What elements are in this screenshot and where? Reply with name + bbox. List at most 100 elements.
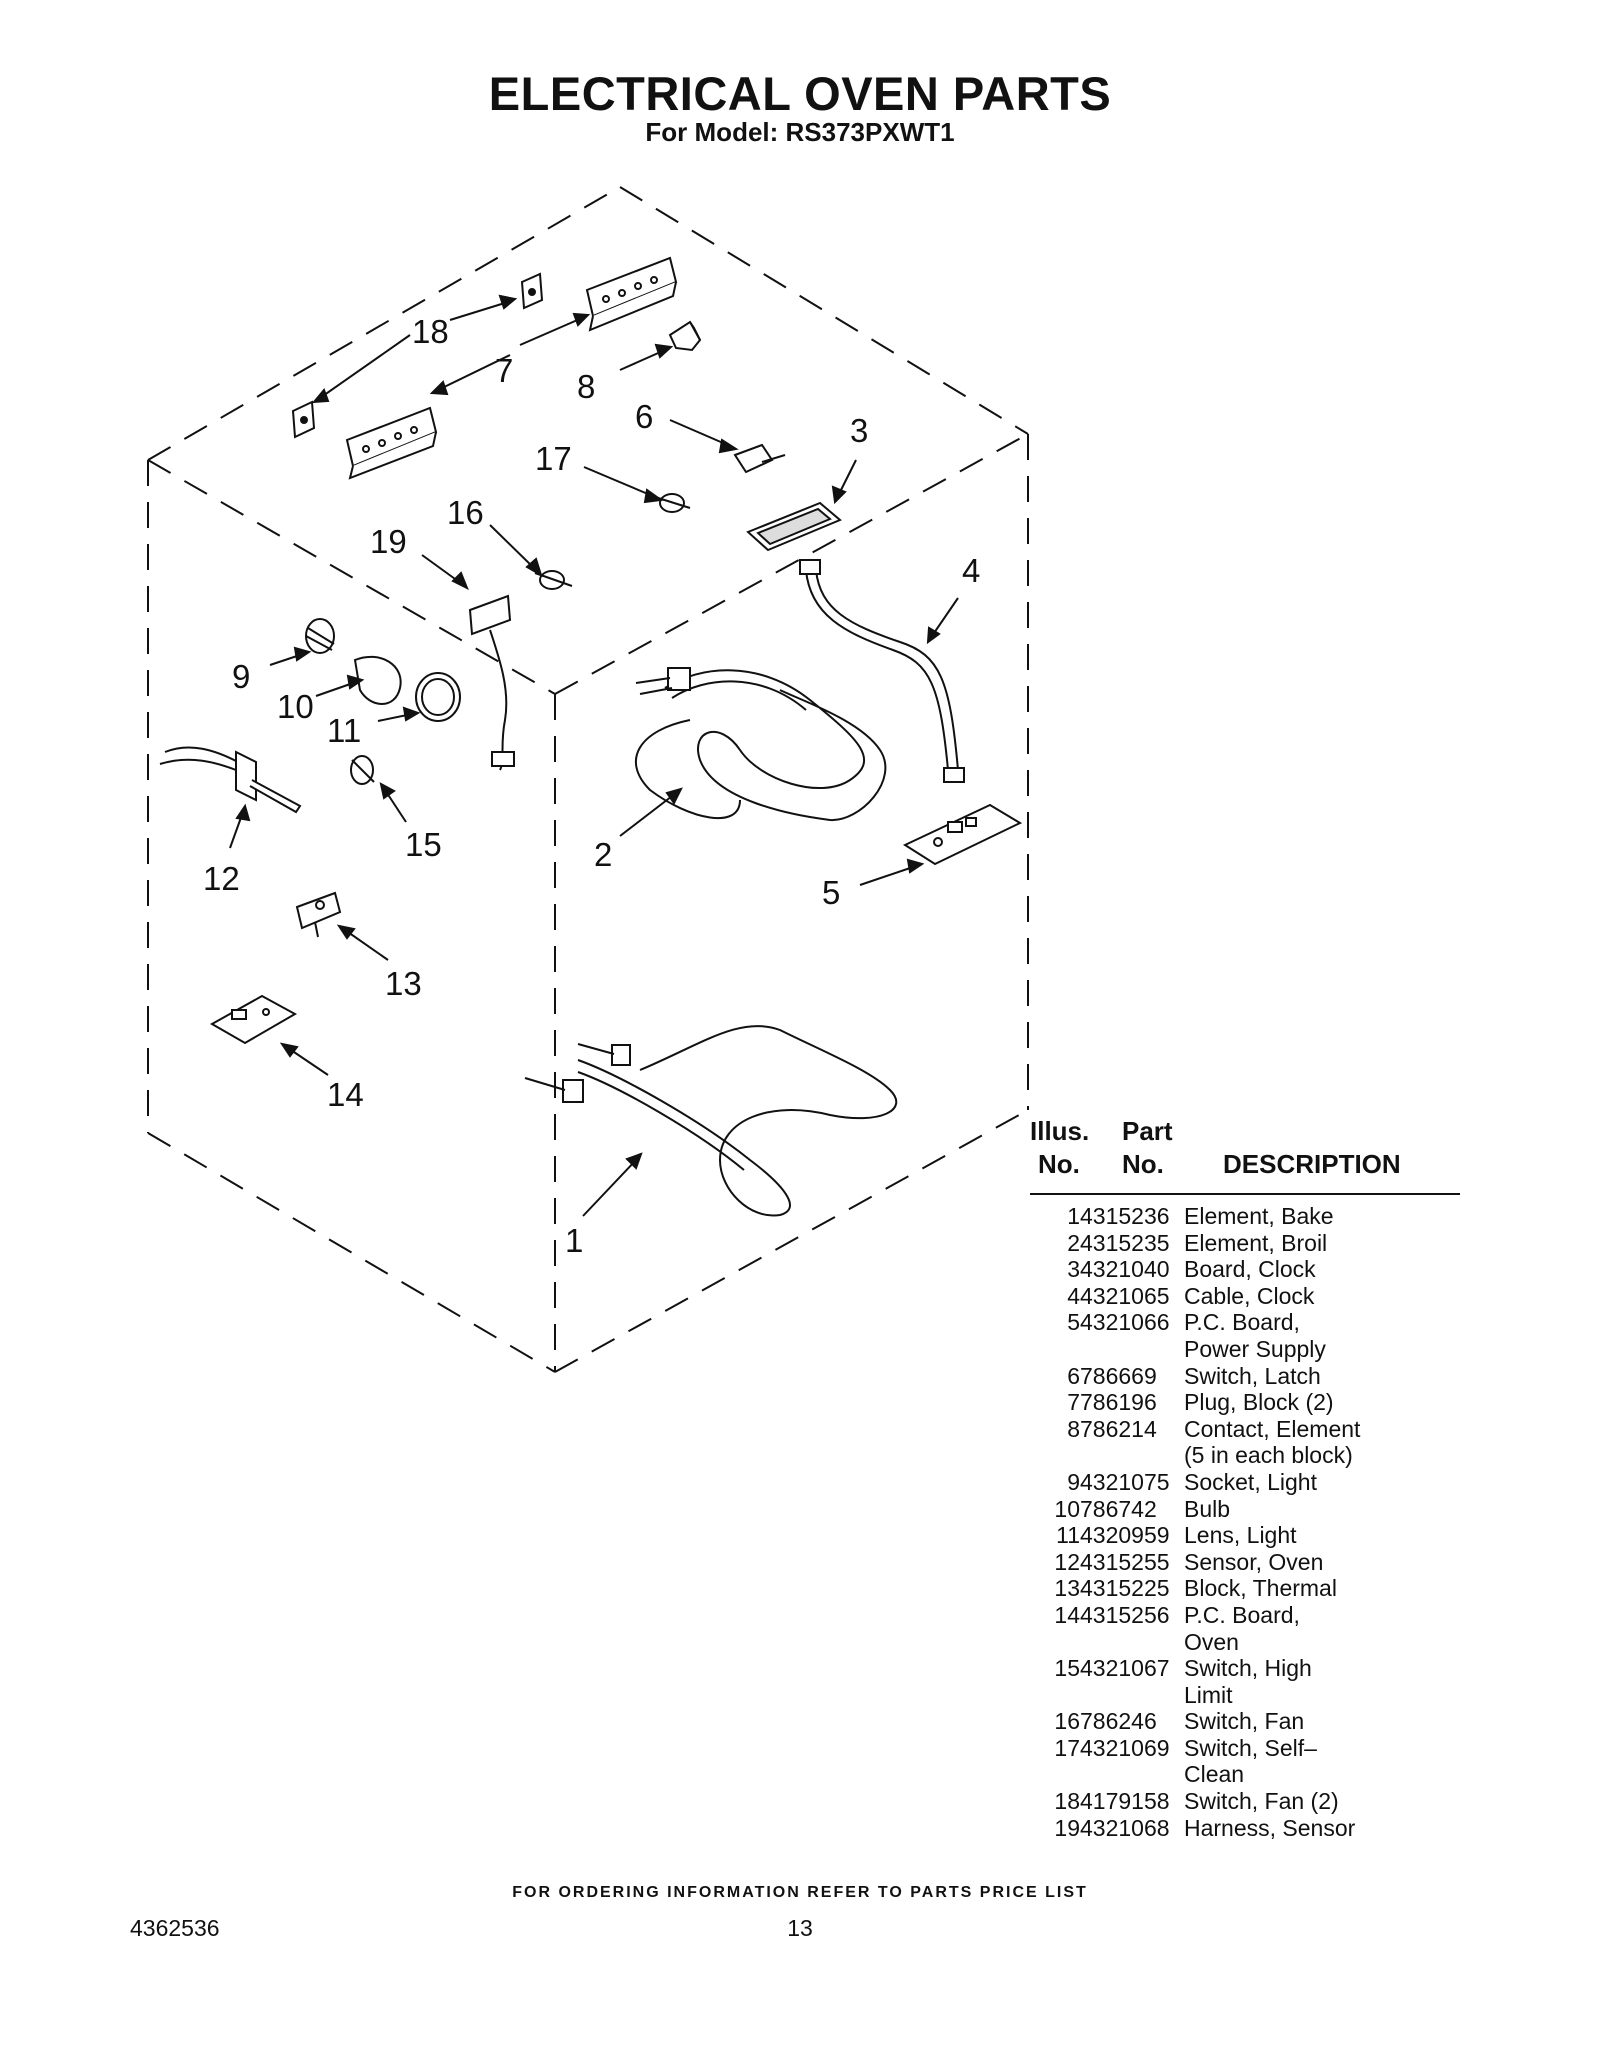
illus-number: 3 xyxy=(1067,1256,1080,1283)
header-illus-line2: No. xyxy=(1038,1149,1080,1179)
part-number: 4321068 xyxy=(1080,1814,1170,1841)
part-number: 786214 xyxy=(1080,1415,1157,1442)
header-description: DESCRIPTION xyxy=(1223,1149,1401,1179)
callout-7: 7 xyxy=(495,352,513,389)
part-oven-sensor xyxy=(159,746,302,814)
ordering-note: FOR ORDERING INFORMATION REFER TO PARTS … xyxy=(512,1884,1088,1901)
part-description: Block, Thermal xyxy=(1184,1575,1337,1602)
callout-10: 10 xyxy=(277,688,314,725)
part-number: 4315225 xyxy=(1080,1575,1170,1602)
part-description: Element, Broil xyxy=(1184,1229,1328,1256)
part-description: P.C. Board, Power Supply xyxy=(1184,1309,1326,1362)
part-self-clean-switch xyxy=(654,493,691,513)
document-number: 4362536 xyxy=(130,1915,220,1941)
part-number: 4321065 xyxy=(1080,1282,1170,1309)
callout-11: 11 xyxy=(327,712,361,749)
callout-8: 8 xyxy=(577,368,595,405)
part-fan-switch-upper xyxy=(520,272,544,310)
parts-table-header: Illus. No. Part No. DESCRIPTION xyxy=(1030,1118,1460,1190)
header-rule xyxy=(1030,1193,1460,1195)
part-power-supply-board xyxy=(902,803,1023,866)
callout-16: 16 xyxy=(447,494,484,531)
part-description: Cable, Clock xyxy=(1184,1282,1315,1309)
callout-17: 17 xyxy=(535,440,572,477)
header-illus-line1: Illus. xyxy=(1030,1116,1090,1146)
part-bake-element xyxy=(524,1025,898,1217)
illus-number: 11 xyxy=(1056,1522,1080,1549)
callout-5: 5 xyxy=(822,874,840,911)
illus-number: 14 xyxy=(1054,1601,1080,1628)
illus-number: 16 xyxy=(1054,1708,1080,1735)
part-description: Switch, Latch xyxy=(1184,1362,1321,1389)
page-title: ELECTRICAL OVEN PARTS xyxy=(488,67,1112,120)
part-number: 4179158 xyxy=(1080,1788,1170,1815)
part-number: 786742 xyxy=(1080,1495,1157,1522)
illus-number: 19 xyxy=(1054,1814,1080,1841)
part-number: 4315255 xyxy=(1080,1548,1170,1575)
part-description: Bulb xyxy=(1184,1495,1231,1522)
illus-number: 5 xyxy=(1067,1309,1080,1336)
illus-number: 4 xyxy=(1067,1282,1080,1309)
part-number: 4321075 xyxy=(1080,1468,1170,1495)
part-description: Plug, Block (2) xyxy=(1184,1389,1334,1416)
part-oven-pc-board xyxy=(209,994,298,1045)
model-subtitle: For Model: RS373PXWT1 xyxy=(645,117,955,147)
part-description: Switch, Self– Clean xyxy=(1184,1734,1317,1788)
part-description: Socket, Light xyxy=(1184,1468,1317,1495)
part-number: 786669 xyxy=(1080,1362,1157,1389)
part-plug-block-upper xyxy=(585,256,678,332)
callout-13: 13 xyxy=(385,965,422,1002)
part-description: Sensor, Oven xyxy=(1184,1548,1324,1575)
part-sensor-harness xyxy=(468,594,515,771)
page-number: 13 xyxy=(787,1915,813,1941)
illus-number: 6 xyxy=(1067,1362,1080,1389)
header-part-line1: Part xyxy=(1122,1116,1173,1146)
illus-number: 9 xyxy=(1067,1468,1080,1495)
part-description: Lens, Light xyxy=(1184,1522,1297,1549)
callout-18: 18 xyxy=(412,313,449,350)
callout-6: 6 xyxy=(635,398,653,435)
part-fan-switch-lower xyxy=(291,400,316,439)
illus-number: 13 xyxy=(1054,1575,1080,1602)
part-number: 4315235 xyxy=(1080,1229,1170,1256)
part-number: 4320959 xyxy=(1080,1522,1170,1549)
illus-number: 18 xyxy=(1054,1788,1080,1815)
part-light-bulb xyxy=(353,655,402,705)
callout-4: 4 xyxy=(962,552,980,589)
part-light-lens xyxy=(415,672,461,722)
callout-19: 19 xyxy=(370,523,407,560)
callout-1: 1 xyxy=(565,1222,583,1259)
illus-number: 10 xyxy=(1054,1495,1080,1522)
part-number: 4315256 xyxy=(1080,1601,1170,1628)
callout-15: 15 xyxy=(405,826,442,863)
callout-2: 2 xyxy=(594,836,612,873)
leader-arrows xyxy=(229,294,959,1217)
callout-9: 9 xyxy=(232,658,250,695)
illus-number: 2 xyxy=(1067,1229,1080,1256)
part-description: Switch, Fan (2) xyxy=(1184,1788,1339,1815)
part-contact-element xyxy=(668,320,702,352)
callout-labels: 1 2 3 4 5 6 7 8 9 10 11 12 13 14 15 16 1… xyxy=(203,313,980,1259)
part-number: 786246 xyxy=(1080,1708,1157,1735)
part-light-socket xyxy=(305,618,335,654)
callout-14: 14 xyxy=(327,1076,364,1113)
part-plug-block-lower xyxy=(345,406,438,480)
part-clock-board xyxy=(746,501,842,552)
